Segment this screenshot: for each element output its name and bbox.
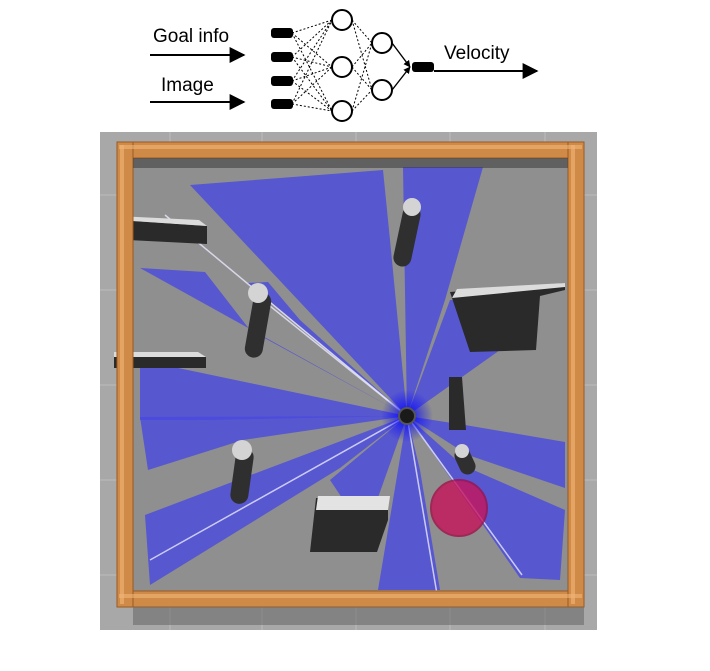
hidden-node (331, 56, 353, 78)
input-node (271, 28, 293, 38)
wall-bottom (116, 590, 585, 608)
network-connection (391, 66, 411, 91)
network-diagram: Goal info Image Velocity (150, 9, 539, 122)
network-connection (291, 32, 333, 68)
pillar-obstacle (393, 198, 421, 267)
network-connection (351, 42, 373, 68)
network-connection (351, 19, 373, 91)
block-obstacles (114, 216, 565, 552)
network-connection (291, 66, 333, 105)
block-obstacle (310, 498, 388, 552)
laser-scan-region (140, 268, 407, 416)
input-node (271, 52, 293, 62)
wall-top (116, 141, 585, 159)
laser-scan-region (378, 416, 440, 590)
network-connections (291, 19, 411, 112)
network-connection (291, 66, 333, 82)
block-obstacle-top (118, 216, 207, 226)
network-nodes (271, 9, 434, 122)
wall-right (567, 141, 585, 608)
wall-left (116, 141, 134, 608)
network-connection (291, 19, 333, 105)
pillar-obstacles (230, 198, 476, 504)
velocity-label: Velocity (444, 43, 510, 64)
image-label: Image (161, 75, 214, 96)
goal-marker (430, 479, 488, 537)
network-connection (351, 19, 373, 44)
block-obstacle (118, 220, 207, 244)
network-connection (291, 19, 333, 82)
network-connection (351, 66, 373, 91)
network-connection (291, 56, 333, 68)
laser-scan-region (407, 416, 565, 488)
laser-beam (249, 289, 408, 417)
laser-scan-region (403, 167, 483, 416)
block-obstacle-top (452, 283, 565, 298)
laser-scan-region (190, 170, 407, 416)
block-obstacle-top (316, 496, 390, 510)
laser-scan-region (145, 416, 407, 585)
laser-beam (406, 415, 439, 601)
network-connection (291, 19, 333, 58)
laser-beam (149, 415, 408, 561)
network-connection (291, 19, 333, 34)
output-node (412, 62, 434, 72)
hidden-node (371, 32, 393, 54)
arena-walls (116, 141, 585, 625)
network-connection (351, 89, 373, 112)
network-connection (391, 42, 411, 68)
hidden-node (331, 9, 353, 31)
pillar-obstacle (454, 444, 476, 475)
laser-scan-region (140, 360, 407, 420)
block-obstacle (450, 283, 565, 352)
simulation-view (100, 132, 597, 630)
pillar-obstacle (230, 440, 254, 504)
laser-scan-region (140, 416, 407, 470)
network-connection (291, 80, 333, 112)
robot (398, 407, 416, 425)
block-obstacle (114, 357, 206, 368)
laser-scan-region (330, 416, 407, 520)
hidden-node (331, 100, 353, 122)
network-connection (291, 32, 333, 112)
network-connection (291, 103, 333, 112)
block-obstacle-top (114, 352, 206, 357)
input-node (271, 76, 293, 86)
block-obstacle (449, 377, 466, 430)
goal-info-label: Goal info (153, 26, 229, 47)
hidden-node (371, 79, 393, 101)
laser-beam (164, 214, 408, 417)
network-connection (351, 42, 373, 112)
input-node (271, 99, 293, 109)
pillar-obstacle (244, 283, 272, 358)
network-connection (291, 56, 333, 112)
